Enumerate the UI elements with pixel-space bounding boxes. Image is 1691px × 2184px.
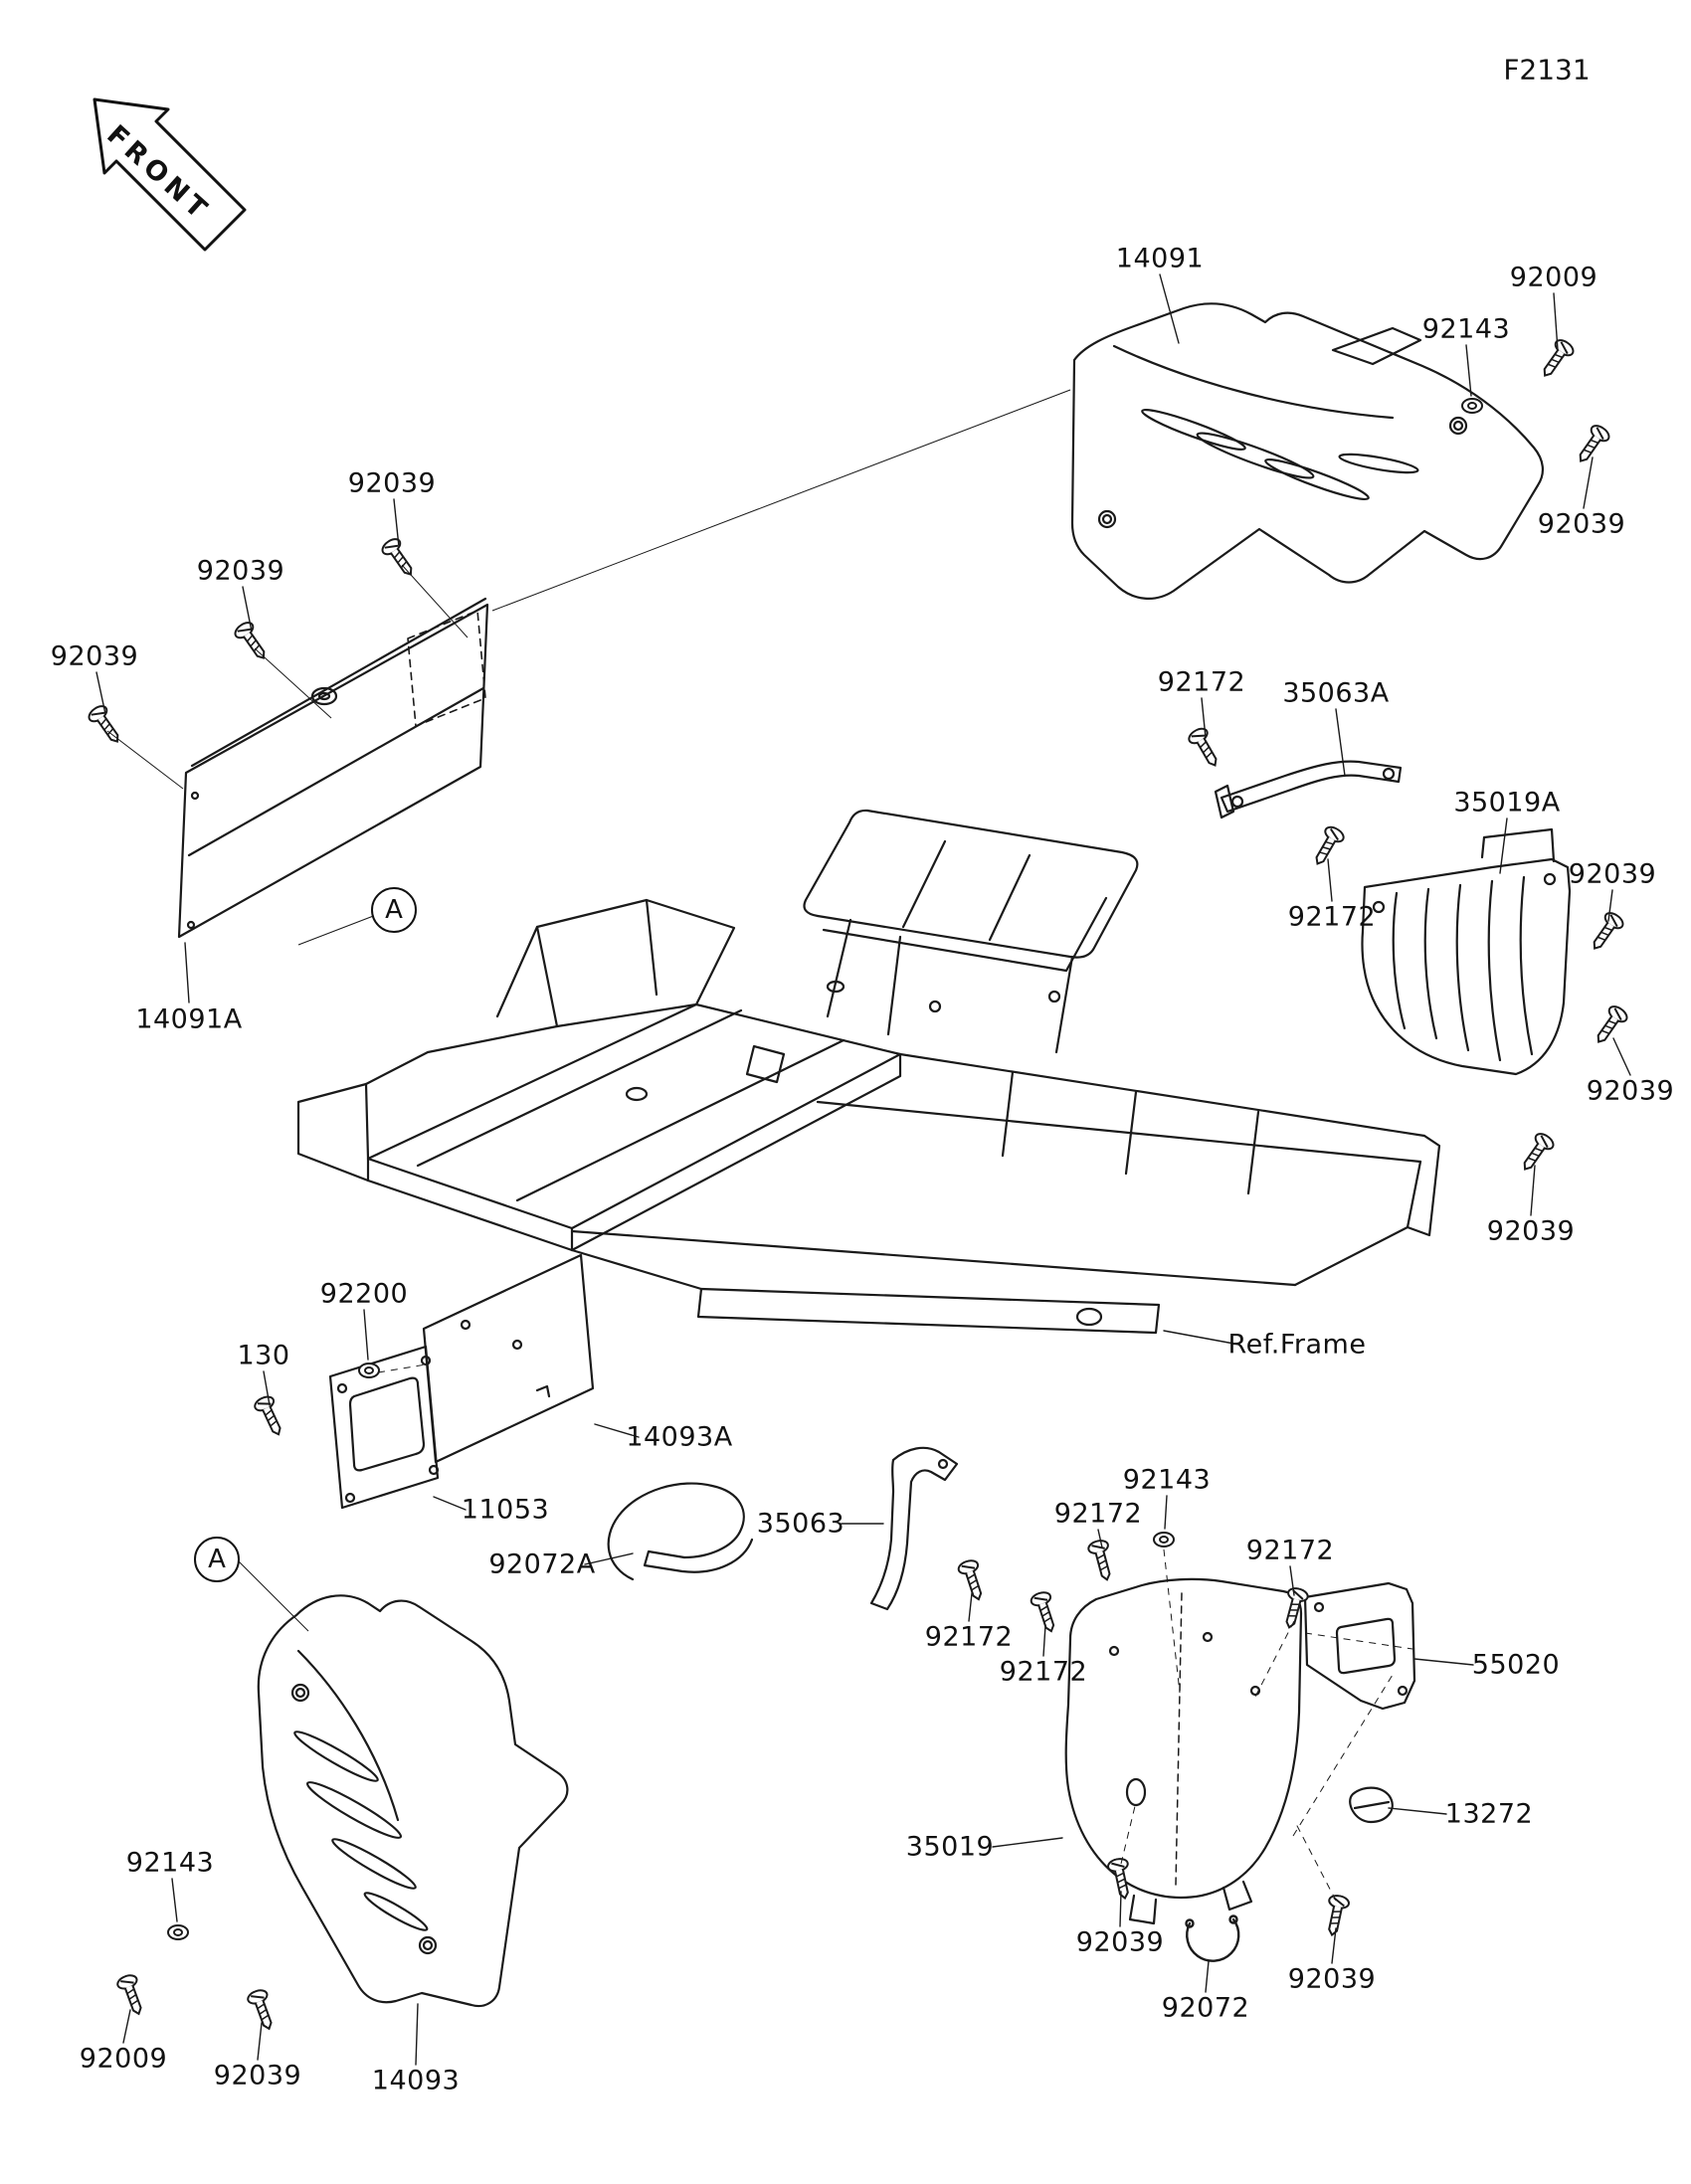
screw-icon xyxy=(114,1971,149,2019)
screw-icon xyxy=(1589,1002,1631,1049)
part-label-35019: 35019 xyxy=(905,1831,995,1863)
part-clip-13272 xyxy=(1349,1786,1394,1824)
part-cover-14093 xyxy=(257,1594,569,2008)
leader-lines xyxy=(95,273,1631,2066)
frame-drawing xyxy=(296,809,1441,1335)
part-label-92143: 92143 xyxy=(125,1847,215,1879)
figure-code: F2131 xyxy=(1503,53,1591,87)
part-label-92172: 92172 xyxy=(1245,1535,1335,1566)
part-bracket-11053 xyxy=(328,1345,440,1510)
part-cover-35019A xyxy=(1361,827,1572,1076)
part-label-35019A: 35019A xyxy=(1453,787,1561,819)
screw-icon xyxy=(1535,336,1578,383)
screw-icon xyxy=(1515,1130,1558,1177)
part-label-92039: 92039 xyxy=(1287,1963,1377,1995)
part-label-92039: 92039 xyxy=(213,2060,302,2092)
front-arrow-icon xyxy=(93,97,247,252)
part-bracket-35063 xyxy=(869,1446,959,1611)
ref-frame-label: Ref.Frame xyxy=(1227,1329,1367,1361)
washer-icon xyxy=(1153,1532,1175,1547)
assembly-lines xyxy=(106,389,1413,1902)
part-label-35063: 35063 xyxy=(756,1508,846,1540)
part-label-92039: 92039 xyxy=(1537,508,1626,540)
screw-icon xyxy=(956,1556,990,1604)
view-marker-a: A xyxy=(194,1537,240,1582)
part-label-55020: 55020 xyxy=(1471,1649,1561,1681)
part-label-92200: 92200 xyxy=(319,1278,409,1310)
part-label-92039: 92039 xyxy=(1568,858,1657,890)
part-cover-14091 xyxy=(1070,302,1544,600)
part-label-92172: 92172 xyxy=(999,1656,1088,1688)
washer-icon xyxy=(358,1363,380,1378)
screw-icon xyxy=(231,619,274,665)
part-label-14091: 14091 xyxy=(1115,243,1205,274)
screw-icon xyxy=(1307,822,1348,870)
part-label-92172: 92172 xyxy=(924,1621,1014,1653)
part-label-14093: 14093 xyxy=(371,2065,461,2096)
part-label-14093A: 14093A xyxy=(626,1421,733,1453)
part-label-92072: 92072 xyxy=(1161,1992,1250,2024)
screw-icon xyxy=(1585,909,1627,956)
part-bracket-55020 xyxy=(1303,1581,1416,1711)
part-bracket-35063A xyxy=(1214,760,1403,819)
part-label-130: 130 xyxy=(237,1340,290,1371)
part-label-11053: 11053 xyxy=(461,1494,550,1526)
hardware-group xyxy=(85,336,1631,2034)
part-label-92039: 92039 xyxy=(1586,1075,1675,1107)
washer-icon xyxy=(1461,398,1483,414)
part-label-92009: 92009 xyxy=(1509,262,1598,293)
part-label-92172: 92172 xyxy=(1157,666,1246,698)
part-label-92143: 92143 xyxy=(1122,1464,1212,1496)
part-label-92039: 92039 xyxy=(50,640,139,672)
screw-icon xyxy=(252,1392,289,1440)
part-circlip-92072 xyxy=(1185,1914,1240,1962)
screw-icon xyxy=(378,535,421,582)
part-label-92039: 92039 xyxy=(1075,1926,1165,1958)
part-label-13272: 13272 xyxy=(1444,1798,1534,1830)
part-label-92009: 92009 xyxy=(79,2043,168,2075)
part-label-92143: 92143 xyxy=(1421,313,1511,345)
part-panel-35019 xyxy=(1064,1577,1303,1925)
part-label-92072A: 92072A xyxy=(488,1548,596,1580)
screw-icon xyxy=(245,1986,280,2034)
part-cable-tie-92072A xyxy=(607,1482,754,1581)
part-label-92172: 92172 xyxy=(1053,1498,1143,1530)
part-label-92039: 92039 xyxy=(1486,1215,1576,1247)
part-label-92172: 92172 xyxy=(1287,901,1377,933)
part-plate-14093A xyxy=(422,1253,595,1464)
washer-icon xyxy=(167,1924,189,1940)
part-label-14091A: 14091A xyxy=(135,1003,243,1035)
part-label-35063A: 35063A xyxy=(1282,677,1390,709)
part-label-92039: 92039 xyxy=(196,555,285,587)
part-panel-14091A xyxy=(177,597,489,939)
view-marker-a: A xyxy=(371,887,417,933)
part-label-92039: 92039 xyxy=(347,467,437,499)
